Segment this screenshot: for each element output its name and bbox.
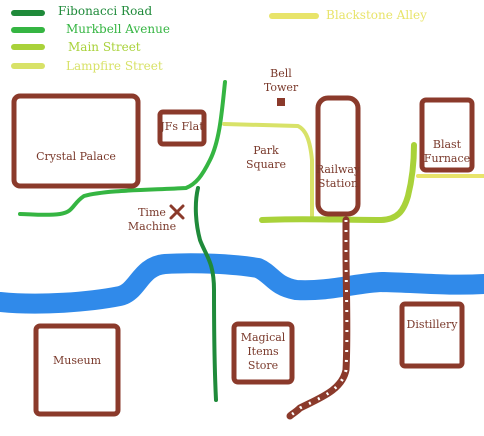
murkbell-avenue-road <box>18 80 227 217</box>
legend-label-lampfire-street: Lampfire Street <box>66 59 163 73</box>
river <box>0 253 484 314</box>
legend-label-blackstone-alley: Blackstone Alley <box>326 8 427 22</box>
label-magical-items-store: Magical Items Store <box>240 331 286 372</box>
fibonacci-road <box>193 186 218 402</box>
bell-tower-marker <box>277 98 285 106</box>
magical-items-store-building <box>231 321 295 385</box>
label-crystal-palace: Crystal Palace <box>36 150 116 163</box>
label-distillery: Distillery <box>406 318 458 331</box>
label-museum: Museum <box>52 354 102 367</box>
railway-station-building <box>315 95 361 217</box>
lampfire-street-road <box>222 122 314 218</box>
main-street-road <box>259 142 417 223</box>
legend-label-main-street: Main Street <box>68 40 141 54</box>
museum-building <box>33 323 121 417</box>
blast-furnace-building <box>419 97 475 173</box>
label-railway-station: Railway Station <box>315 163 361 190</box>
label-bell-tower: Bell Tower <box>263 67 299 94</box>
jfs-flat-building <box>157 109 207 147</box>
label-park-square: Park Square <box>246 144 286 171</box>
crystal-palace-building <box>11 93 141 189</box>
label-time-machine: Time Machine <box>127 206 177 233</box>
distillery-building <box>399 301 465 369</box>
legend-label-murkbell-avenue: Murkbell Avenue <box>66 22 170 36</box>
label-jfs-flat: JFs Flat <box>160 120 204 133</box>
time-machine-marker <box>169 204 185 220</box>
railway-track <box>286 216 351 420</box>
legend-label-fibonacci-road: Fibonacci Road <box>58 4 153 18</box>
railway-sleepers <box>288 220 349 418</box>
label-blast-furnace: Blast Furnace <box>423 138 471 165</box>
